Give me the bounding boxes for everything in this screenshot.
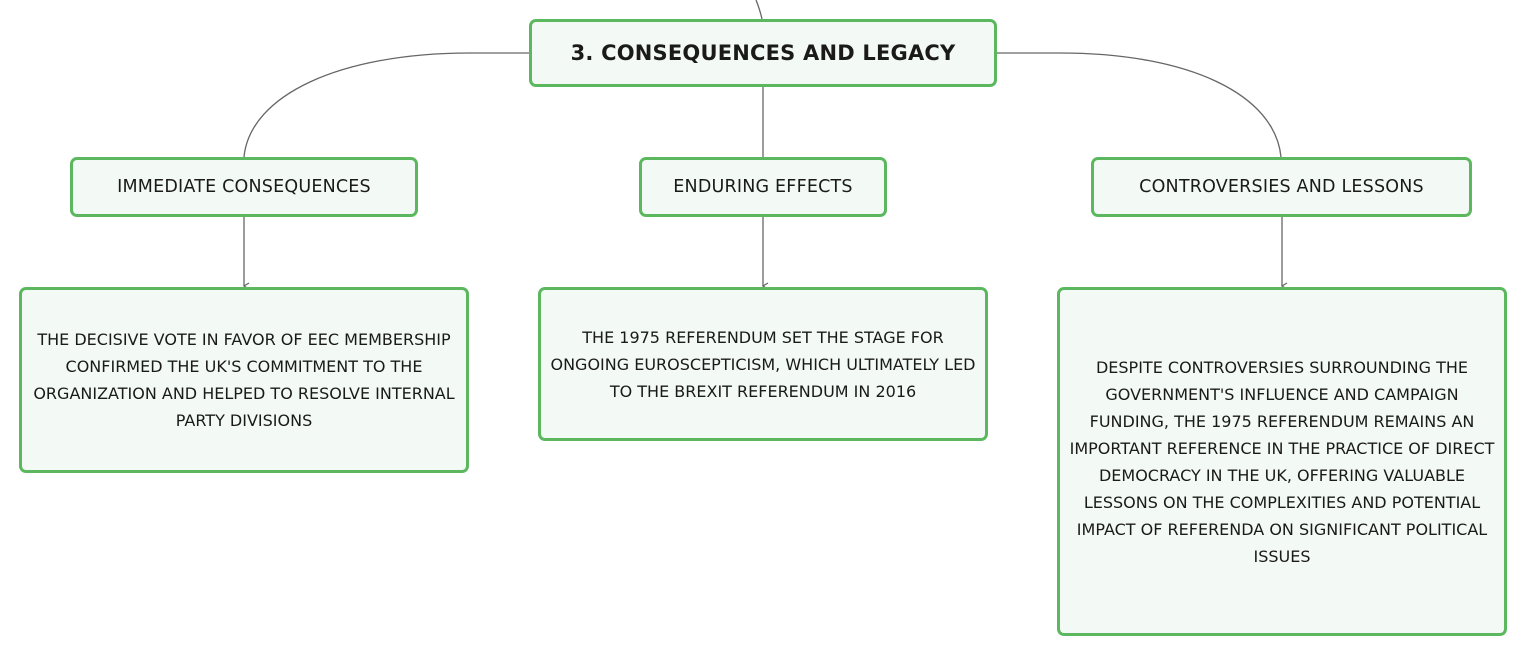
- detail-text: THE DECISIVE VOTE IN FAVOR OF EEC MEMBER…: [33, 330, 455, 430]
- topic-node-immediate-consequences[interactable]: IMMEDIATE CONSEQUENCES: [70, 157, 418, 217]
- root-node[interactable]: 3. CONSEQUENCES AND LEGACY: [529, 19, 997, 87]
- topic-node-enduring-effects[interactable]: ENDURING EFFECTS: [639, 157, 887, 217]
- connector-root-to-controversies-and-lessons: [997, 52, 1282, 158]
- incoming-connector: [755, 0, 763, 20]
- root-node-label: 3. CONSEQUENCES AND LEGACY: [570, 41, 956, 65]
- detail-node-enduring-effects[interactable]: THE 1975 REFERENDUM SET THE STAGE FOR ON…: [538, 287, 988, 441]
- topic-label: IMMEDIATE CONSEQUENCES: [117, 177, 371, 197]
- connector-root-to-immediate-consequences: [243, 52, 529, 158]
- topic-label: CONTROVERSIES AND LESSONS: [1139, 177, 1424, 197]
- topic-node-controversies-and-lessons[interactable]: CONTROVERSIES AND LESSONS: [1091, 157, 1472, 217]
- detail-node-controversies-and-lessons[interactable]: DESPITE CONTROVERSIES SURROUNDING THE GO…: [1057, 287, 1507, 636]
- topic-label: ENDURING EFFECTS: [673, 177, 853, 197]
- detail-text: DESPITE CONTROVERSIES SURROUNDING THE GO…: [1069, 357, 1495, 566]
- detail-text: THE 1975 REFERENDUM SET THE STAGE FOR ON…: [550, 327, 976, 401]
- detail-node-immediate-consequences[interactable]: THE DECISIVE VOTE IN FAVOR OF EEC MEMBER…: [19, 287, 469, 473]
